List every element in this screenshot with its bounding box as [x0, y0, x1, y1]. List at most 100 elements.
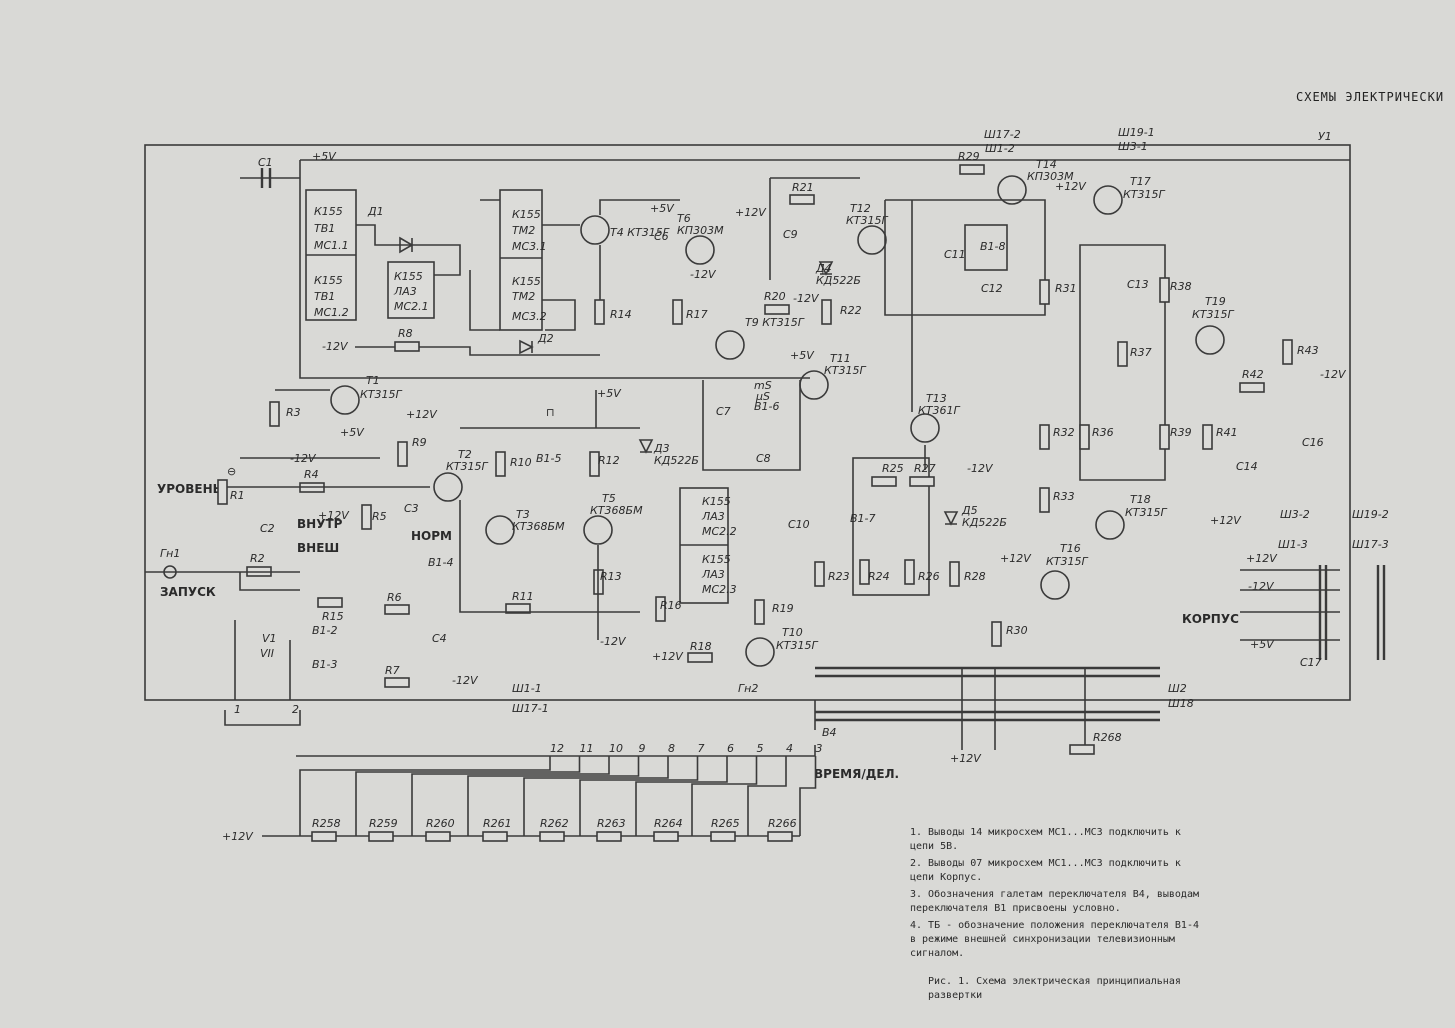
svg-text:С2: С2: [260, 522, 275, 535]
svg-text:Д4: Д4: [815, 262, 832, 275]
svg-text:2: 2: [292, 703, 299, 716]
svg-text:К155: К155: [314, 274, 343, 287]
svg-text:R6: R6: [387, 591, 402, 604]
svg-text:⊓: ⊓: [546, 406, 555, 419]
svg-text:+5V: +5V: [340, 426, 365, 439]
svg-text:+5V: +5V: [650, 202, 675, 215]
note-3: 3. Обозначения галетам переключателя В4,…: [910, 889, 1199, 914]
svg-text:КП303М: КП303М: [1027, 170, 1074, 183]
time-tap-wire: [355, 756, 581, 836]
svg-text:К155: К155: [394, 270, 423, 283]
t18-transistor: [1095, 510, 1125, 540]
time-resistor: [767, 831, 793, 842]
level-potentiometer[interactable]: [217, 479, 228, 505]
svg-text:-12V: -12V: [322, 340, 349, 353]
time-tap-number: 7: [698, 742, 705, 755]
time-resistor-label: R260: [426, 817, 455, 830]
svg-text:КТ315Г: КТ315Г: [1125, 506, 1168, 519]
trigger-label: ЗАПУСК: [160, 585, 216, 599]
svg-text:R7: R7: [385, 664, 400, 677]
svg-text:Д3: Д3: [653, 442, 670, 455]
svg-text:КТ315Г: КТ315Г: [1123, 188, 1166, 201]
svg-text:-12V: -12V: [793, 292, 820, 305]
svg-text:Ш1-1: Ш1-1: [512, 682, 542, 695]
svg-text:Т9 КТ315Г: Т9 КТ315Г: [745, 316, 805, 329]
svg-text:R42: R42: [1242, 368, 1264, 381]
svg-text:КП303М: КП303М: [677, 224, 724, 237]
svg-text:ЛА3: ЛА3: [701, 510, 725, 523]
svg-text:С13: С13: [1127, 278, 1149, 291]
svg-text:К155: К155: [314, 205, 343, 218]
svg-text:КТ315Г: КТ315Г: [1046, 555, 1089, 568]
internal-label: ВНУТР: [297, 517, 343, 531]
svg-text:КТ315Г: КТ315Г: [824, 364, 867, 377]
svg-text:ТВ1: ТВ1: [314, 222, 335, 235]
svg-text:МС2.2: МС2.2: [702, 525, 737, 538]
svg-text:R5: R5: [372, 510, 387, 523]
time-resistor-label: R261: [483, 817, 512, 830]
svg-text:R37: R37: [1130, 346, 1152, 359]
svg-text:R27: R27: [914, 462, 936, 475]
svg-text:К155: К155: [702, 495, 731, 508]
mc3-chip: [499, 189, 543, 331]
svg-text:R30: R30: [1006, 624, 1028, 637]
svg-text:КД522Б: КД522Б: [654, 454, 699, 467]
svg-text:-12V: -12V: [290, 452, 317, 465]
svg-text:1: 1: [234, 703, 241, 716]
svg-text:Т16: Т16: [1060, 542, 1081, 555]
board-label: У1: [1318, 130, 1332, 143]
svg-text:Гн1: Гн1: [160, 547, 180, 560]
svg-text:С16: С16: [1302, 436, 1324, 449]
svg-text:Т2: Т2: [458, 448, 472, 461]
svg-text:КД522Б: КД522Б: [816, 274, 861, 287]
figure-caption: Рис. 1. Схема электрическая принципиальн…: [928, 976, 1181, 1001]
note-2: 2. Выводы 07 микросхем МС1...МС3 подключ…: [910, 858, 1181, 883]
svg-text:Ш2: Ш2: [1168, 682, 1187, 695]
time-resistor-label: R259: [369, 817, 398, 830]
svg-text:Ш3-2: Ш3-2: [1280, 508, 1310, 521]
svg-text:+12V: +12V: [1210, 514, 1242, 527]
svg-text:R29: R29: [958, 150, 980, 163]
svg-text:R2: R2: [250, 552, 265, 565]
svg-text:КТ315Г: КТ315Г: [1192, 308, 1235, 321]
svg-text:R24: R24: [868, 570, 890, 583]
svg-text:С3: С3: [404, 502, 419, 515]
svg-text:+5V: +5V: [597, 387, 622, 400]
time-tap-wire: [523, 756, 669, 836]
svg-text:КТ368БМ: КТ368БМ: [512, 520, 565, 533]
svg-text:В1-3: В1-3: [312, 658, 338, 671]
t4-transistor: [580, 215, 610, 245]
svg-text:VII: VII: [260, 647, 274, 660]
time-resistor: [539, 831, 565, 842]
level-label: УРОВЕНЬ: [157, 482, 222, 496]
svg-text:R21: R21: [792, 181, 814, 194]
time-tap-number: 11: [580, 742, 594, 755]
svg-text:Ш3-1: Ш3-1: [1118, 140, 1148, 153]
svg-text:R19: R19: [772, 602, 794, 615]
time-tap-number: 3: [816, 742, 823, 755]
svg-text:-12V: -12V: [1320, 368, 1347, 381]
svg-text:R10: R10: [510, 456, 532, 469]
time-tap-number: 12: [550, 742, 564, 755]
svg-text:Ш17-3: Ш17-3: [1352, 538, 1389, 551]
svg-text:КТ361Г: КТ361Г: [918, 404, 961, 417]
svg-text:Д1: Д1: [367, 205, 384, 218]
time-div-label: ВРЕМЯ/ДЕЛ.: [814, 767, 899, 781]
t13-transistor: [910, 413, 940, 443]
svg-text:КТ315Г: КТ315Г: [446, 460, 489, 473]
svg-text:МС1.1: МС1.1: [314, 239, 349, 252]
t17-transistor: [1093, 185, 1123, 215]
notes-block: 1. Выводы 14 микросхем МС1...МС3 подключ…: [910, 826, 1210, 964]
svg-text:ЛА3: ЛА3: [393, 285, 417, 298]
svg-text:В1-2: В1-2: [312, 624, 338, 637]
svg-text:+12V: +12V: [652, 650, 684, 663]
svg-text:R25: R25: [882, 462, 904, 475]
svg-text:R8: R8: [398, 327, 413, 340]
svg-text:+12V: +12V: [222, 830, 254, 843]
svg-text:Ш19-1: Ш19-1: [1118, 126, 1155, 139]
time-tap-number: 5: [757, 742, 764, 755]
svg-text:С6: С6: [654, 230, 669, 243]
